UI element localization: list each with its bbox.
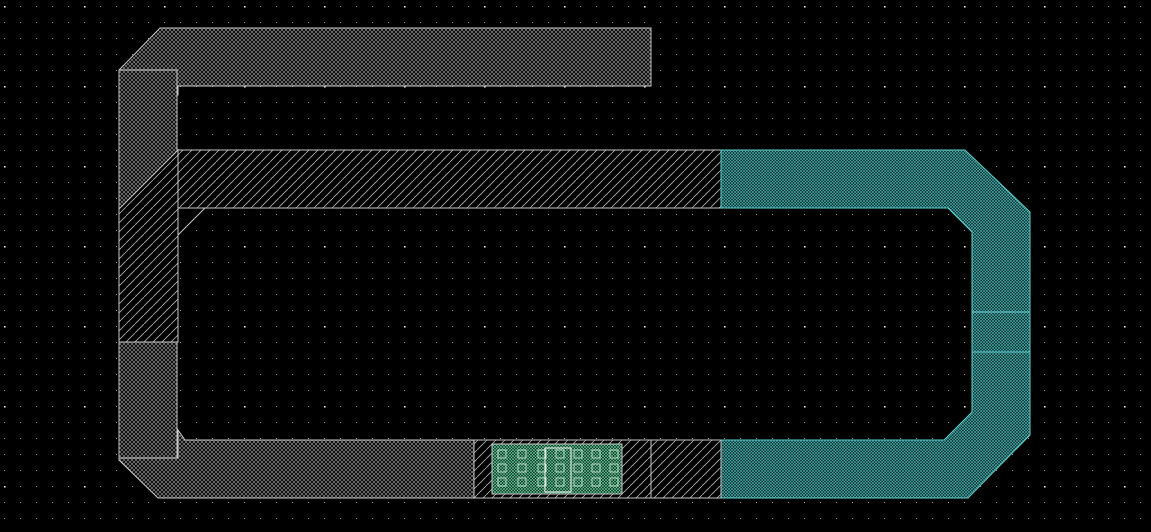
- left-column-lower[interactable]: [118, 341, 178, 459]
- cyan-top-right[interactable]: [720, 149, 1031, 313]
- via-contact[interactable]: [591, 463, 601, 473]
- via-contact[interactable]: [573, 449, 583, 459]
- via-contact[interactable]: [517, 463, 527, 473]
- via-contact[interactable]: [517, 449, 527, 459]
- via-contact[interactable]: [591, 449, 601, 459]
- via-contact[interactable]: [609, 477, 619, 487]
- via-contact[interactable]: [573, 477, 583, 487]
- via-contact[interactable]: [555, 449, 565, 459]
- via-contact[interactable]: [573, 463, 583, 473]
- via-contact[interactable]: [537, 477, 547, 487]
- via-contact[interactable]: [497, 477, 507, 487]
- selected-contact-group[interactable]: [544, 447, 572, 493]
- ring-top-inner-corner: [177, 207, 207, 237]
- via-contact[interactable]: [609, 463, 619, 473]
- via-contact[interactable]: [591, 477, 601, 487]
- cyan-right-middle[interactable]: [971, 311, 1031, 353]
- via-contact[interactable]: [497, 463, 507, 473]
- ring-top-hatched[interactable]: [177, 149, 722, 209]
- top-arm-shape[interactable]: [118, 27, 652, 96]
- via-contact[interactable]: [497, 449, 507, 459]
- via-contact[interactable]: [537, 449, 547, 459]
- left-diagonal-overlap[interactable]: [118, 148, 179, 343]
- via-contact[interactable]: [555, 477, 565, 487]
- via-contact[interactable]: [517, 477, 527, 487]
- via-contact[interactable]: [537, 463, 547, 473]
- via-contact[interactable]: [555, 463, 565, 473]
- via-contact[interactable]: [609, 449, 619, 459]
- via-contact-array[interactable]: [491, 443, 623, 495]
- cyan-bottom-right[interactable]: [720, 351, 1031, 499]
